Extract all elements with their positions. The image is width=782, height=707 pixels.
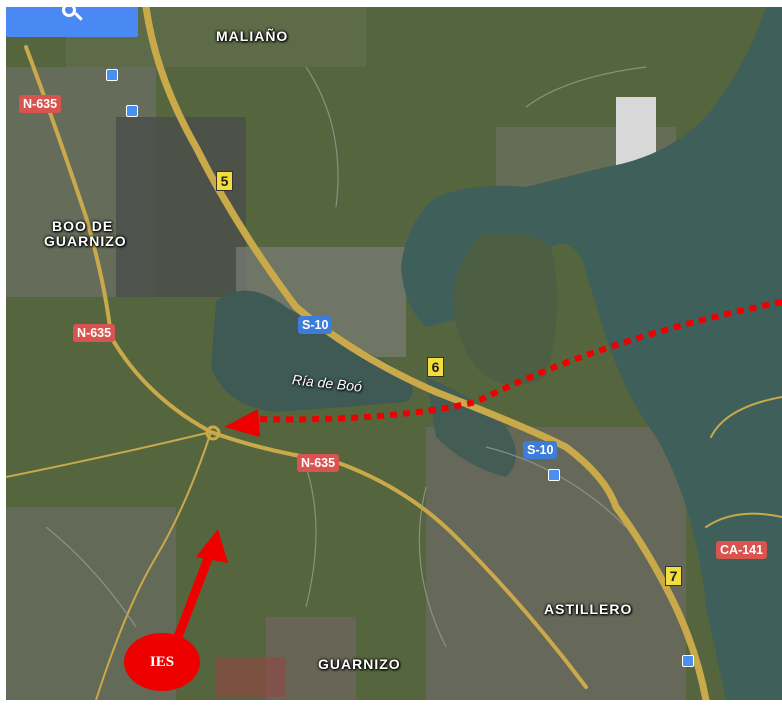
bus-stop-icon bbox=[126, 105, 138, 117]
bus-stop-icon bbox=[106, 69, 118, 81]
exit-marker-5: 5 bbox=[216, 171, 233, 191]
exit-marker-7: 7 bbox=[665, 566, 682, 586]
road-shield-n635-mid: N-635 bbox=[297, 454, 340, 472]
map-canvas bbox=[6, 7, 782, 700]
ies-annotation: IES bbox=[124, 633, 200, 691]
place-label-guarnizo-line: GUARNIZO bbox=[44, 233, 127, 249]
satellite-map[interactable]: MALIAÑO BOO DE GUARNIZO ASTILLERO GUARNI… bbox=[6, 7, 782, 700]
road-shield-s10-a: S-10 bbox=[298, 316, 333, 334]
search-button[interactable] bbox=[6, 7, 138, 37]
place-label-guarnizo: GUARNIZO bbox=[318, 656, 401, 672]
place-label-boo-de: BOO DE bbox=[52, 218, 114, 234]
road-shield-n635-top: N-635 bbox=[19, 95, 62, 113]
bus-stop-icon bbox=[682, 655, 694, 667]
search-icon bbox=[62, 7, 76, 17]
place-label-maliano: MALIAÑO bbox=[216, 28, 289, 44]
road-shield-ca141: CA-141 bbox=[716, 541, 768, 559]
bus-stop-icon bbox=[548, 469, 560, 481]
place-label-astillero: ASTILLERO bbox=[544, 601, 633, 617]
search-icon-handle bbox=[74, 12, 83, 21]
exit-marker-6: 6 bbox=[427, 357, 444, 377]
road-shield-n635-left: N-635 bbox=[73, 324, 116, 342]
road-shield-s10-b: S-10 bbox=[523, 441, 558, 459]
